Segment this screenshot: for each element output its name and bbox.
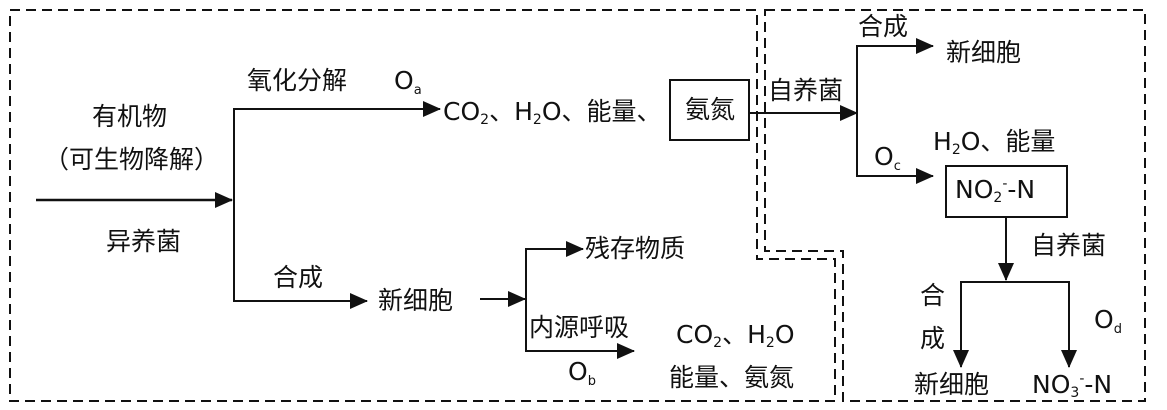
- energy-text: 能量、: [586, 97, 662, 126]
- oxygen-symbol: O: [568, 357, 588, 386]
- endogenous-products-line2: 能量、氨氮: [669, 363, 795, 392]
- oxygen-subscript: d: [1113, 322, 1122, 337]
- separator: 、: [561, 97, 587, 126]
- h2o-o: O: [774, 320, 795, 349]
- organic-matter-label: 有机物: [92, 102, 168, 131]
- h2o-energy-text: O、能量: [960, 127, 1056, 156]
- h2o-h: H: [514, 97, 533, 126]
- oxygen-subscript: a: [413, 83, 422, 98]
- endogenous-products-line1: CO2、H2O: [676, 322, 795, 350]
- h2o-h: H: [747, 320, 766, 349]
- h2o-h: H: [933, 127, 952, 156]
- oxygen-a-label: Oa: [394, 68, 422, 97]
- ammonia-box: [669, 79, 750, 141]
- auto-synthesis-label: 合成: [858, 12, 909, 41]
- co2-subscript: 2: [480, 112, 490, 128]
- nitrite-charge: -: [1002, 176, 1008, 192]
- auto-new-cell-label: 新细胞: [946, 38, 1022, 67]
- co2-subscript: 2: [713, 335, 723, 351]
- nitrate-subscript: 3: [1070, 385, 1080, 401]
- nitrogen-suffix: -N: [1084, 370, 1113, 399]
- separator: 、: [722, 320, 748, 349]
- h2o-subscript: 2: [532, 112, 542, 128]
- oxygen-subscript: c: [893, 159, 901, 174]
- autotroph-label-2: 自养菌: [1031, 231, 1107, 260]
- nitrite-label: NO2--N: [955, 177, 1035, 205]
- autotroph-region-border: [764, 9, 1146, 402]
- ammonia-label: 氨氮: [685, 95, 736, 124]
- nitritation-byproducts: H2O、能量: [933, 129, 1055, 157]
- nitrate-label: NO3--N: [1032, 372, 1112, 400]
- nitrate-new-cell-label: 新细胞: [914, 370, 990, 399]
- new-cell-label: 新细胞: [378, 286, 454, 315]
- biodegradable-label: （可生物降解）: [44, 145, 220, 174]
- co2-text: CO: [676, 320, 714, 349]
- oxidation-label: 氧化分解: [247, 66, 348, 95]
- nitrite-box: [945, 165, 1068, 218]
- co2-text: CO: [443, 97, 481, 126]
- no-text: NO: [1032, 370, 1071, 399]
- endogenous-label: 内源呼吸: [529, 313, 630, 342]
- residual-label: 残存物质: [585, 234, 686, 263]
- oxygen-subscript: b: [587, 374, 596, 389]
- h2o-o: O: [541, 97, 562, 126]
- nitrite-subscript: 2: [993, 190, 1003, 206]
- oxygen-d-label: Od: [1094, 307, 1122, 336]
- h2o-subscript: 2: [951, 142, 961, 158]
- nitrogen-suffix: -N: [1007, 175, 1036, 204]
- nitrate-synth-label-1: 合: [920, 281, 946, 310]
- oxidation-products: CO2、H2O、能量、: [443, 99, 662, 127]
- oxygen-symbol: O: [874, 142, 894, 171]
- nitrate-synth-label-2: 成: [920, 324, 946, 353]
- heterotroph-label: 异养菌: [106, 227, 182, 256]
- no-text: NO: [955, 175, 994, 204]
- oxygen-symbol: O: [394, 66, 414, 95]
- synthesis-label: 合成: [273, 263, 324, 292]
- heterotroph-region-border: [9, 9, 836, 402]
- autotroph-label-1: 自养菌: [768, 76, 844, 105]
- nitrate-charge: -: [1079, 371, 1085, 387]
- h2o-subscript: 2: [765, 335, 775, 351]
- oxygen-c-label: Oc: [874, 144, 901, 173]
- oxygen-symbol: O: [1094, 305, 1114, 334]
- oxygen-b-label: Ob: [568, 359, 596, 388]
- separator: 、: [489, 97, 515, 126]
